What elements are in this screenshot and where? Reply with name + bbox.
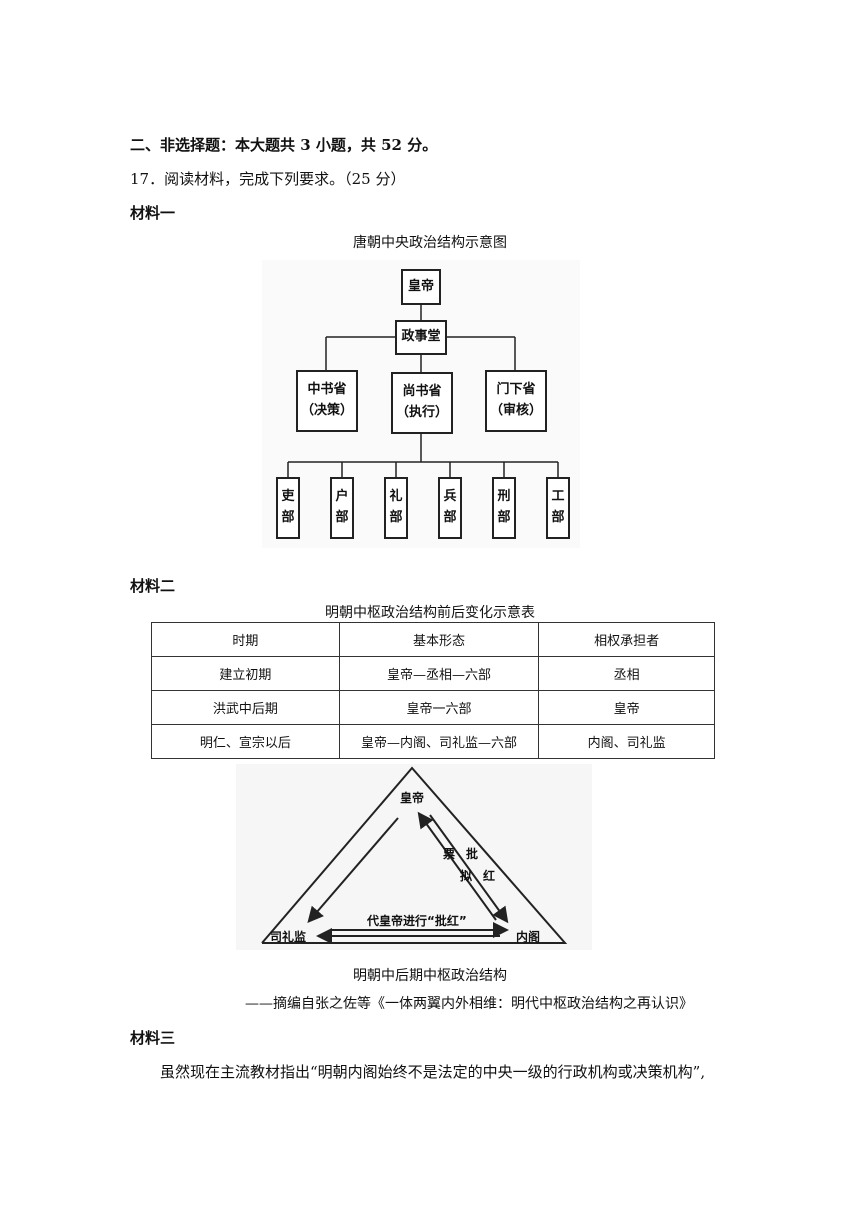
zhongshu-province-box: 中书省 （决策） bbox=[296, 370, 358, 432]
zhengshitang-box: 政事堂 bbox=[395, 320, 447, 355]
edge-label-pi: 批 bbox=[466, 847, 479, 861]
bottom-edge-label: 代皇帝进行“批红” bbox=[367, 914, 467, 928]
menxia-province-box: 门下省 （审核） bbox=[485, 370, 547, 432]
province-role: （执行） bbox=[395, 405, 448, 420]
ministry-char: 部 bbox=[443, 510, 457, 525]
tang-diagram-title: 唐朝中央政治结构示意图 bbox=[353, 235, 507, 251]
edge-label-piao: 票 bbox=[443, 847, 456, 861]
ministry-revenue-box: 户 部 bbox=[330, 477, 354, 539]
ministry-char: 兵 bbox=[443, 489, 457, 505]
table-row: 洪武中后期 皇帝一六部 皇帝 bbox=[151, 690, 715, 725]
emperor-box: 皇帝 bbox=[401, 269, 441, 305]
edge-label-hong: 红 bbox=[483, 869, 496, 883]
triangle-caption: 明朝中后期中枢政治结构 bbox=[353, 968, 507, 984]
table-cell: 明仁、宣宗以后 bbox=[151, 724, 340, 759]
source-citation: ——摘编自张之佐等《一体两翼内外相维：明代中枢政治结构之再认识》 bbox=[245, 996, 693, 1012]
table-cell: 皇帝 bbox=[538, 690, 715, 725]
ministry-char: 部 bbox=[281, 510, 295, 525]
ming-table-title: 明朝中枢政治结构前后变化示意表 bbox=[325, 605, 535, 621]
ministry-char: 刑 bbox=[497, 489, 511, 505]
table-header-cell: 基本形态 bbox=[338, 622, 540, 657]
province-role: （审核） bbox=[489, 403, 542, 418]
triangle-background bbox=[236, 764, 592, 950]
table-cell: 洪武中后期 bbox=[151, 690, 340, 725]
edge-label-ni: 拟 bbox=[460, 869, 473, 883]
province-name: 中书省 bbox=[307, 382, 347, 398]
question-prompt: 17．阅读材料，完成下列要求。（25 分） bbox=[130, 170, 406, 188]
table-row: 建立初期 皇帝—丞相—六部 丞相 bbox=[151, 656, 715, 691]
table-cell: 内阁、司礼监 bbox=[538, 724, 715, 759]
triangle-right-neige: 内阁 bbox=[516, 930, 541, 944]
province-name: 门下省 bbox=[496, 382, 536, 398]
triangle-left-sili: 司礼监 bbox=[270, 930, 307, 944]
table-cell: 皇帝—内阁、司礼监—六部 bbox=[338, 724, 540, 759]
tang-connector-lines bbox=[287, 305, 559, 477]
ministry-personnel-box: 吏 部 bbox=[276, 477, 300, 539]
material3-text: 虽然现在主流教材指出“明朝内阁始终不是法定的中央一级的行政机构或决策机构”, bbox=[160, 1063, 706, 1081]
ministry-char: 吏 bbox=[281, 489, 295, 505]
ministry-char: 户 bbox=[335, 489, 349, 505]
section-heading: 二、非选择题：本大题共 3 小题，共 52 分。 bbox=[130, 136, 438, 154]
material2-label: 材料二 bbox=[130, 577, 176, 595]
ministry-char: 部 bbox=[497, 510, 511, 525]
ministry-char: 部 bbox=[551, 510, 565, 525]
table-cell: 皇帝一六部 bbox=[338, 690, 540, 725]
ministry-justice-box: 刑 部 bbox=[492, 477, 516, 539]
shangshu-province-box: 尚书省 （执行） bbox=[391, 372, 453, 434]
material3-label: 材料三 bbox=[130, 1029, 176, 1047]
table-row: 明仁、宣宗以后 皇帝—内阁、司礼监—六部 内阁、司礼监 bbox=[151, 724, 715, 759]
table-header-cell: 相权承担者 bbox=[538, 622, 715, 657]
province-name: 尚书省 bbox=[402, 384, 442, 400]
ministry-char: 礼 bbox=[389, 489, 403, 505]
province-role: （决策） bbox=[300, 403, 353, 418]
triangle-lines bbox=[261, 766, 568, 944]
ministry-char: 部 bbox=[389, 510, 403, 525]
ministry-rites-box: 礼 部 bbox=[384, 477, 408, 539]
material1-label: 材料一 bbox=[130, 204, 176, 222]
table-header-row: 时期 基本形态 相权承担者 bbox=[151, 622, 715, 657]
table-cell: 丞相 bbox=[538, 656, 715, 691]
ministry-works-box: 工 部 bbox=[546, 477, 570, 539]
ministry-char: 部 bbox=[335, 510, 349, 525]
ministry-war-box: 兵 部 bbox=[438, 477, 462, 539]
ming-structure-table: 时期 基本形态 相权承担者 建立初期 皇帝—丞相—六部 丞相 洪武中后期 皇帝一… bbox=[151, 622, 715, 759]
triangle-top-emperor: 皇帝 bbox=[400, 791, 425, 805]
ministry-char: 工 bbox=[551, 489, 565, 505]
